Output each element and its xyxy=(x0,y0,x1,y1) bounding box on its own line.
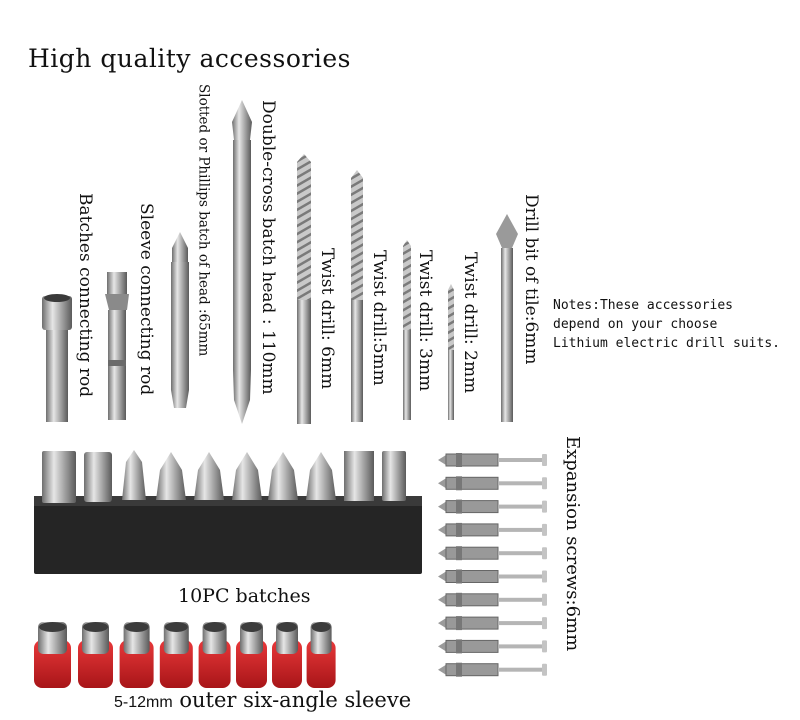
expansion-screw xyxy=(438,499,547,514)
notes: Notes:These accessories depend on your c… xyxy=(553,296,780,353)
twist-drill-3mm xyxy=(403,240,411,420)
socket-sleeve xyxy=(159,622,193,688)
expansion-screw xyxy=(438,569,547,584)
socket-sleeve xyxy=(78,622,113,688)
slotted-phillips-bit xyxy=(171,232,189,408)
label-sleeve-desc: outer six-angle sleeve xyxy=(172,688,412,712)
page-title: High quality accessories xyxy=(28,44,351,73)
expansion-screw xyxy=(438,639,547,654)
batches-connecting-rod xyxy=(42,294,72,422)
expansion-screw xyxy=(438,476,547,491)
label-expansion-screws: Expansion screws:6mm xyxy=(562,436,583,652)
expansion-screw xyxy=(438,616,547,631)
label-twist-drill-2: Twist drill: 2mm xyxy=(460,252,480,394)
expansion-screws xyxy=(438,453,547,677)
expansion-screw xyxy=(438,522,547,537)
socket-sleeves xyxy=(34,622,336,688)
expansion-screw xyxy=(438,453,547,467)
label-twist-drill-6: Twist drill: 6mm xyxy=(317,248,337,390)
twist-drill-6mm xyxy=(297,154,311,424)
bit-holder xyxy=(34,450,422,574)
label-slotted-phillips: Slotted or Phillips batch of head :65mm xyxy=(195,84,212,357)
label-10pc-batches: 10PC batches xyxy=(178,585,311,607)
socket-sleeve xyxy=(119,622,154,688)
label-batches-connecting-rod: Batches connecting rod xyxy=(75,193,95,398)
label-sleeve-size: 5-12mm xyxy=(114,694,173,711)
double-cross-bit xyxy=(232,100,252,424)
label-twist-drill-5: Twist drill:5mm xyxy=(369,250,389,386)
tile-drill-bit xyxy=(496,214,518,422)
socket-sleeve xyxy=(272,622,302,688)
label-sleeve-connecting-rod: Sleeve connecting rod xyxy=(136,203,156,396)
label-tile-bit: Drill bit of tile:6mm xyxy=(521,194,541,365)
socket-sleeve xyxy=(34,622,71,688)
expansion-screw xyxy=(438,592,547,607)
notes-line-3: Lithium electric drill suits. xyxy=(553,336,780,351)
expansion-screw xyxy=(438,662,547,677)
label-double-cross: Double-cross batch head : 110mm xyxy=(258,100,278,395)
notes-line-2: depend on your choose xyxy=(553,317,718,332)
label-twist-drill-3: Twist drill: 3mm xyxy=(415,250,435,392)
twist-drill-5mm xyxy=(351,170,363,422)
expansion-screw xyxy=(438,546,547,561)
socket-sleeve xyxy=(236,622,267,688)
socket-sleeve xyxy=(306,622,336,688)
sleeve-connecting-rod xyxy=(105,272,129,420)
notes-line-1: Notes:These accessories xyxy=(553,298,734,313)
label-sleeve: 5-12mm outer six-angle sleeve xyxy=(114,688,411,712)
twist-drill-2mm xyxy=(448,284,454,420)
socket-sleeve xyxy=(198,622,231,688)
